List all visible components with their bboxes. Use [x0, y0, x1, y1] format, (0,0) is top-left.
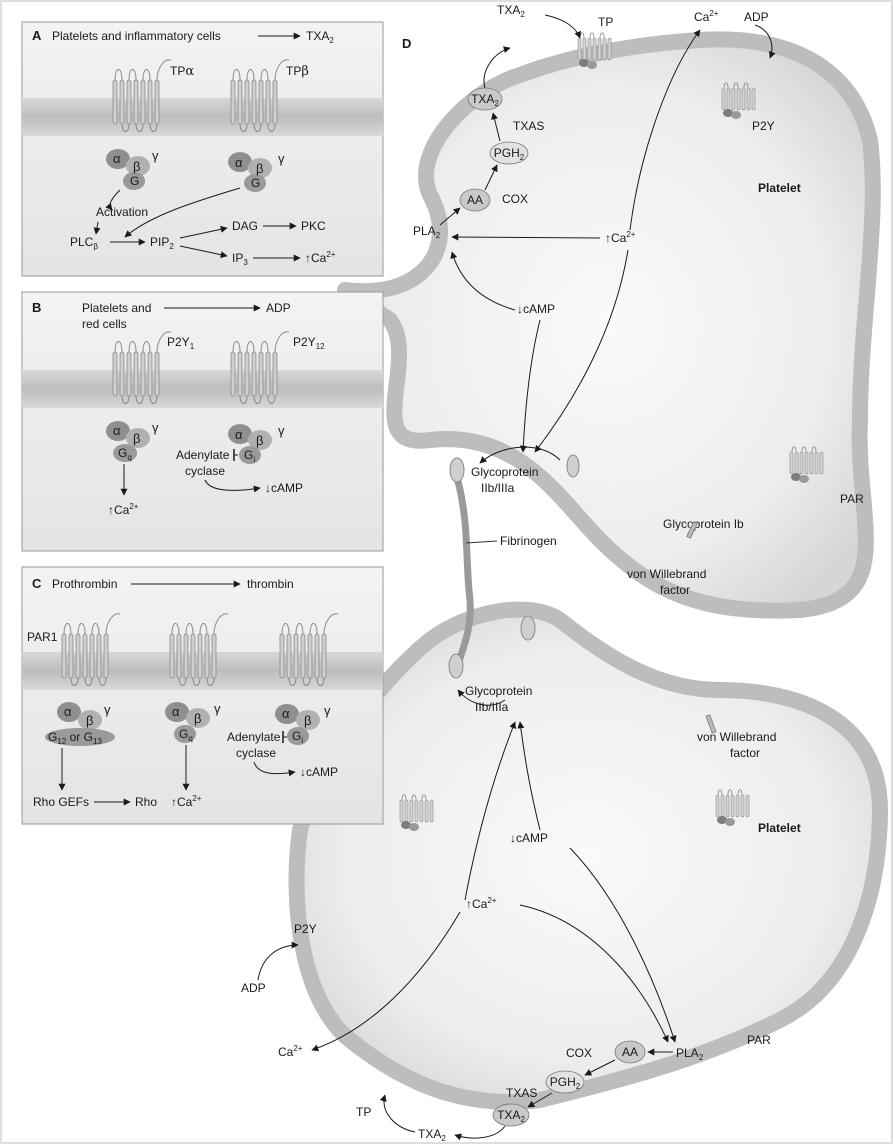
upper-vwf-label-2: factor — [660, 583, 690, 597]
panel-b-title-line1: Platelets and — [82, 301, 151, 315]
lower-vwf-label-1: von Willebrand — [697, 730, 776, 744]
panel-b-adenylate-2: cyclase — [185, 464, 225, 478]
upper-txas-label: TXAS — [513, 119, 544, 133]
panel-c-par1-label: PAR1 — [27, 630, 58, 644]
panel-a-tp-alpha-label: TPα — [170, 64, 194, 79]
panel-c-adenylate-2: cyclase — [236, 746, 276, 760]
panel-b-beta-2: β — [256, 433, 263, 448]
panel-a-gamma-1: γ — [152, 148, 159, 163]
lower-vwf-label-2: factor — [730, 746, 760, 760]
upper-aa-label: AA — [467, 193, 483, 207]
panel-a-activation: Activation — [96, 205, 148, 219]
upper-camp-label: ↓cAMP — [517, 302, 555, 316]
panel-c-alpha-2: α — [172, 704, 180, 719]
panel-a-title-left: Platelets and inflammatory cells — [52, 29, 221, 43]
lower-camp-label: ↓cAMP — [510, 831, 548, 845]
gp1b-label: Glycoprotein Ib — [663, 517, 744, 531]
panel-a-membrane — [22, 98, 383, 136]
panel-b-alpha-2: α — [235, 427, 243, 442]
panel-a-tp-beta-label: TPβ — [286, 64, 309, 79]
panel-c-alpha-1: α — [64, 704, 72, 719]
panel-a-pkc: PKC — [301, 219, 326, 233]
lower-p2y-label: P2Y — [294, 922, 317, 936]
panel-b-beta-1: β — [133, 431, 140, 446]
panel-b-box — [22, 292, 383, 551]
panel-c-adenylate-1: Adenylate — [227, 730, 281, 744]
lower-gp2b3a-label-2: IIb/IIIa — [475, 700, 509, 714]
panel-c-rhogef: Rho GEFs — [33, 795, 89, 809]
panel-c-box — [22, 567, 383, 824]
panel-c-gamma-1: γ — [104, 702, 111, 717]
panel-b-title-right: ADP — [266, 301, 291, 315]
lower-txas-label: TXAS — [506, 1086, 537, 1100]
panel-a-gamma-2: γ — [278, 151, 285, 166]
upper-platelet-label: Platelet — [758, 181, 801, 195]
lower-gp2b3a-right — [521, 616, 535, 640]
panel-c-gamma-3: γ — [324, 703, 331, 718]
panel-a-alpha-1: α — [113, 151, 121, 166]
upper-par-label: PAR — [840, 492, 864, 506]
lower-platelet-label: Platelet — [758, 821, 801, 835]
upper-gp2b3a-left — [450, 458, 464, 482]
panel-b-gamma-1: γ — [152, 420, 159, 435]
lower-cox-label: COX — [566, 1046, 592, 1060]
upper-p2y-label: P2Y — [752, 119, 775, 133]
panel-a-g-label-1: G — [130, 174, 139, 188]
upper-vwf-label-1: von Willebrand — [627, 567, 706, 581]
panel-c-alpha-3: α — [282, 706, 290, 721]
lower-aa-label: AA — [622, 1045, 638, 1059]
panel-c-letter: C — [32, 576, 42, 591]
upper-tp-label: TP — [598, 15, 613, 29]
panel-a: A Platelets and inflammatory cells TXA2 … — [22, 22, 383, 276]
upper-gp2b3a-label-1: Glycoprotein — [471, 465, 538, 479]
panel-b-title-line2: red cells — [82, 317, 127, 331]
panel-c-beta-2: β — [194, 711, 201, 726]
panel-a-beta-1: β — [133, 159, 140, 174]
panel-b-letter: B — [32, 300, 41, 315]
upper-gp2b3a-label-2: IIb/IIIa — [481, 481, 515, 495]
panel-c-beta-3: β — [304, 713, 311, 728]
panel-c-gamma-2: γ — [214, 701, 221, 716]
fibrinogen-label: Fibrinogen — [500, 534, 557, 548]
lower-tp-label: TP — [356, 1105, 371, 1119]
lower-adp-label: ADP — [241, 981, 266, 995]
panel-a-dag: DAG — [232, 219, 258, 233]
panel-a-g-label-2: G — [251, 176, 260, 190]
lower-gp2b3a-label-1: Glycoprotein — [465, 684, 532, 698]
panel-b-adenylate-1: Adenylate — [176, 448, 230, 462]
panel-c-title-right: thrombin — [247, 577, 294, 591]
panel-a-beta-2: β — [256, 161, 263, 176]
lower-gp2b3a-left — [449, 654, 463, 678]
panel-b: B Platelets and red cells ADP P2Y1 P2Y12… — [22, 292, 383, 551]
upper-gp2b3a-right — [567, 455, 579, 477]
lower-par-label: PAR — [747, 1033, 771, 1047]
panel-d-letter: D — [402, 36, 411, 51]
upper-cox-label: COX — [502, 192, 528, 206]
panel-c-rho: Rho — [135, 795, 157, 809]
panel-b-gamma-2: γ — [278, 423, 285, 438]
upper-adp-label: ADP — [744, 10, 769, 24]
panel-c-beta-1: β — [86, 713, 93, 728]
panel-c: C Prothrombin thrombin PAR1 α β γ G12 or… — [22, 567, 383, 824]
panel-a-letter: A — [32, 28, 42, 43]
panel-c-camp: ↓cAMP — [300, 765, 338, 779]
panel-b-membrane — [22, 370, 383, 408]
panel-c-title-left: Prothrombin — [52, 577, 117, 591]
panel-b-alpha-1: α — [113, 423, 121, 438]
panel-b-camp: ↓cAMP — [265, 481, 303, 495]
panel-a-alpha-2: α — [235, 155, 243, 170]
